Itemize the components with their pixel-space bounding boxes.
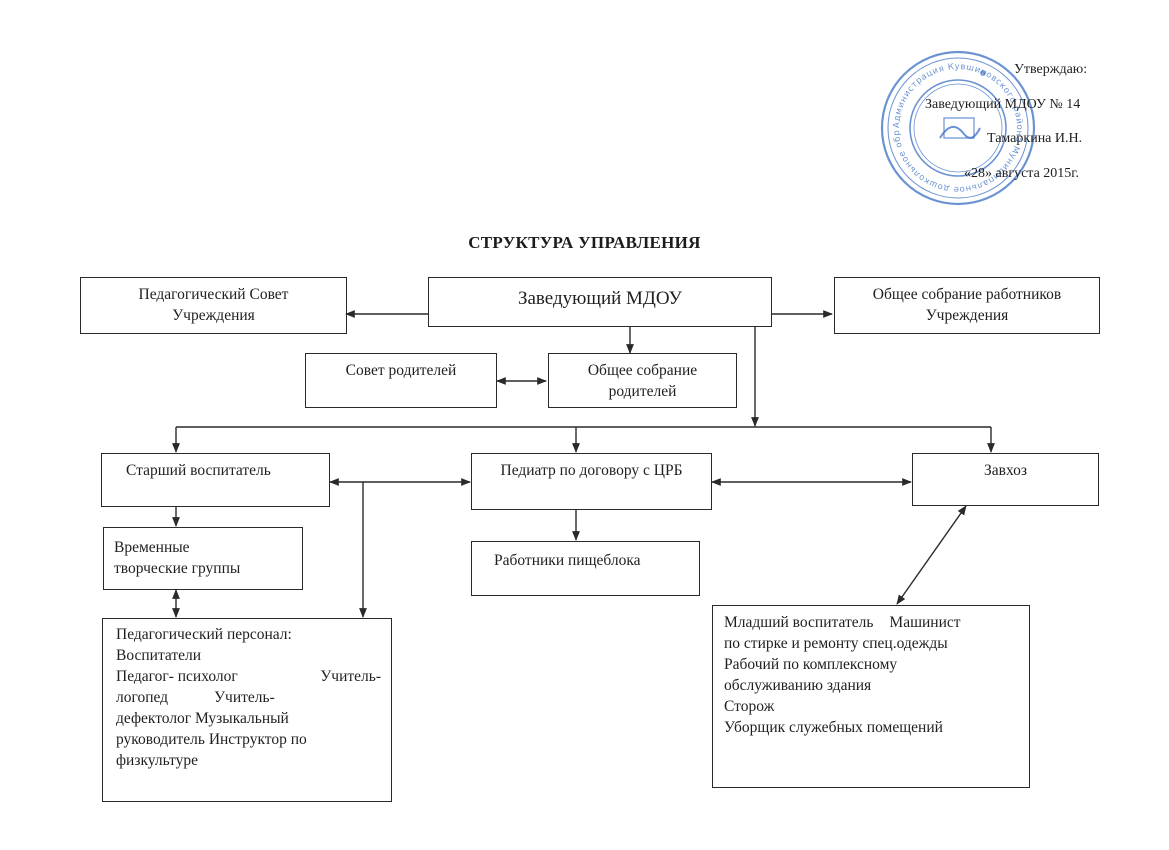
support-staff-line-3: Рабочий по комплексному xyxy=(724,656,898,673)
temp-groups-line-1: Временные xyxy=(114,539,190,556)
ped-staff-line-4a: логопед xyxy=(116,689,169,706)
pediatrician-label: Педиатр по договору с ЦРБ xyxy=(500,462,683,479)
support-staff-line-4: обслуживанию здания xyxy=(724,677,872,694)
approval-line-3: Тамаркина И.Н. xyxy=(987,131,1083,146)
temp-groups-line-2: творческие группы xyxy=(114,560,241,577)
catering-label: Работники пищеблока xyxy=(494,552,641,569)
general-meeting-box: Общее собрание работников Учреждения xyxy=(834,277,1100,334)
approval-line-2: Заведующий МДОУ № 14 xyxy=(925,97,1081,112)
manager-label: Завхоз xyxy=(984,462,1027,479)
pediatrician-box: Педиатр по договору с ЦРБ xyxy=(471,453,712,510)
temp-groups-box: Временные творческие группы xyxy=(103,527,303,590)
support-staff-line-1a: Младший воспитатель xyxy=(724,614,874,631)
catering-box: Работники пищеблока xyxy=(471,541,700,596)
ped-staff-line-4b: Учитель- xyxy=(214,689,275,706)
support-staff-line-1: Младший воспитатель Машинист xyxy=(724,612,1021,633)
support-staff-box: Младший воспитатель Машинист по стирке и … xyxy=(712,605,1030,788)
head-box: Заведующий МДОУ xyxy=(428,277,772,327)
approval-line-4: «28» августа 2015г. xyxy=(964,166,1079,181)
ped-staff-line-7: физкультуре xyxy=(116,752,199,769)
parents-meeting-box: Общее собрание родителей xyxy=(548,353,737,408)
senior-educator-label: Старший воспитатель xyxy=(126,462,271,479)
official-seal-stamp: Администрация Кувшиновского района Муниц… xyxy=(878,48,1036,206)
support-staff-line-5: Сторож xyxy=(724,698,775,715)
ped-staff-line-6: руководитель Инструктор по xyxy=(116,731,307,748)
parents-council-box: Совет родителей xyxy=(305,353,497,408)
support-staff-line-6: Уборщик служебных помещений xyxy=(724,719,943,736)
parents-council-label: Совет родителей xyxy=(345,362,457,379)
ped-staff-line-5: дефектолог Музыкальный xyxy=(116,710,289,727)
parents-meeting-line-2: родителей xyxy=(608,383,677,400)
support-staff-line-2: по стирке и ремонту спец.одежды xyxy=(724,635,948,652)
ped-staff-line-2: Воспитатели xyxy=(116,647,202,664)
manager-box: Завхоз xyxy=(912,453,1099,506)
general-meeting-line-2: Учреждения xyxy=(925,307,1009,324)
head-label: Заведующий МДОУ xyxy=(517,288,683,309)
ped-council-line-1: Педагогический Совет xyxy=(138,286,289,303)
arrow-manager-support-staff xyxy=(896,505,967,605)
ped-staff-line-1: Педагогический персонал: xyxy=(116,626,292,643)
approval-line-1: Утверждаю: xyxy=(1014,62,1088,77)
ped-council-line-2: Учреждения xyxy=(172,307,255,324)
page-title: СТРУКТУРА УПРАВЛЕНИЯ xyxy=(468,233,701,252)
ped-staff-box: Педагогический персонал: Воспитатели Пед… xyxy=(102,618,392,802)
general-meeting-line-1: Общее собрание работников xyxy=(872,286,1062,303)
ped-staff-line-3b: Учитель- xyxy=(320,668,381,685)
parents-meeting-line-1: Общее собрание xyxy=(587,362,698,379)
support-staff-line-1b: Машинист xyxy=(889,614,961,631)
ped-staff-line-3: Педагог- психолог Учитель- xyxy=(116,666,381,687)
ped-council-box: Педагогический Совет Учреждения xyxy=(80,277,347,334)
ped-staff-line-4: логопед Учитель- xyxy=(116,687,381,708)
ped-staff-line-3a: Педагог- психолог xyxy=(116,668,238,685)
senior-educator-box: Старший воспитатель xyxy=(101,453,330,507)
